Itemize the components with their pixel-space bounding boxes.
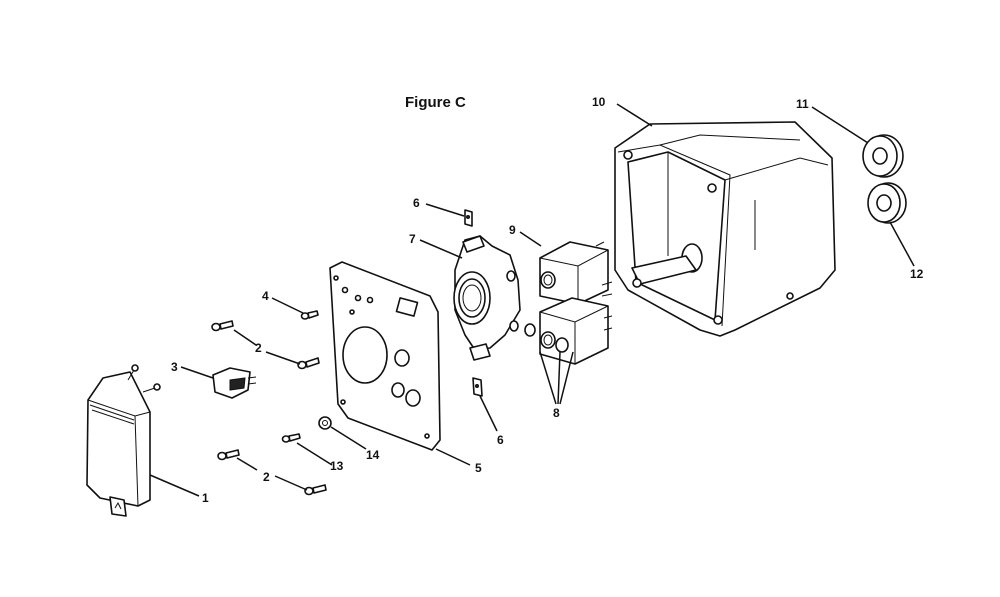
part-5-mounting-plate <box>329 261 441 451</box>
callout-10: 10 <box>592 95 606 109</box>
callout-3: 3 <box>171 360 178 374</box>
callout-7: 7 <box>409 232 416 246</box>
part-6-clip-bottom <box>472 377 483 397</box>
callout-11: 11 <box>796 97 809 111</box>
screw-lower-right <box>304 484 327 496</box>
callout-5: 5 <box>475 461 482 475</box>
callout-14: 14 <box>366 448 380 462</box>
callout-1: 1 <box>202 491 209 505</box>
part-12-bushing <box>867 182 907 224</box>
callout-labels: 1 2 2 3 4 5 6 6 7 8 9 10 11 12 13 14 <box>171 95 924 505</box>
callout-4: 4 <box>262 289 269 303</box>
part-6-clip-top <box>464 209 473 227</box>
part-10-housing <box>614 121 836 337</box>
callout-13: 13 <box>330 459 344 473</box>
callout-2-upper: 2 <box>255 341 262 355</box>
callout-12: 12 <box>910 267 924 281</box>
screw-upper-left <box>211 320 234 332</box>
part-3-rocker-switch <box>212 367 257 399</box>
part-1-cover <box>86 364 161 517</box>
callout-8: 8 <box>553 406 560 420</box>
part-9-circuit-breaker <box>539 241 613 305</box>
leader-lines <box>149 103 915 497</box>
callout-9: 9 <box>509 223 516 237</box>
figure-title: Figure C <box>405 94 466 111</box>
screw-lower-left <box>217 449 240 461</box>
callout-2-lower: 2 <box>263 470 270 484</box>
part-8-circuit-breaker <box>524 297 613 365</box>
callout-6-bottom: 6 <box>497 433 504 447</box>
part-11-bushing <box>862 134 904 178</box>
part-7-pressure-switch <box>453 235 521 361</box>
screw-upper-right <box>297 357 320 370</box>
callout-6-top: 6 <box>413 196 420 210</box>
screw-4 <box>300 310 319 320</box>
washer-14 <box>318 416 332 430</box>
screw-13 <box>281 433 301 443</box>
